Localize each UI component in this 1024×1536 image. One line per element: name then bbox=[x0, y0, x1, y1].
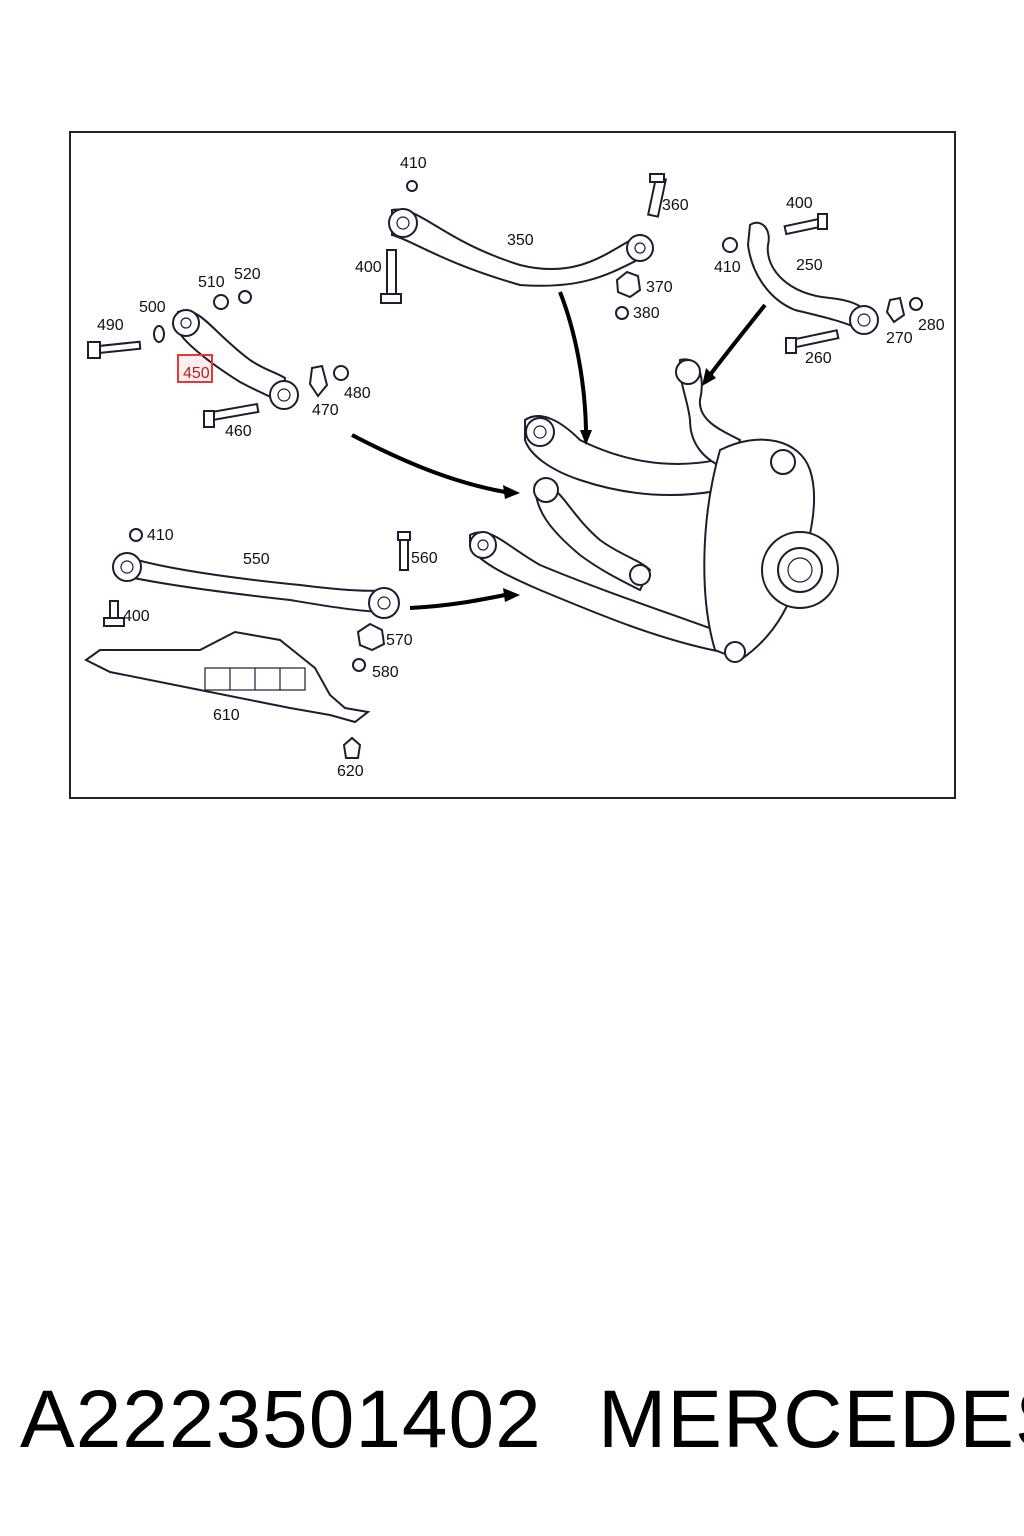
label-370: 370 bbox=[646, 279, 673, 296]
nut-380 bbox=[615, 306, 629, 320]
bolt-400-left bbox=[103, 600, 125, 627]
label-350: 350 bbox=[507, 232, 534, 249]
label-510: 510 bbox=[198, 274, 225, 291]
control-arm-450 bbox=[172, 309, 299, 410]
label-410-top: 410 bbox=[400, 155, 427, 172]
washer-410-top bbox=[406, 180, 418, 192]
nut-480 bbox=[333, 365, 349, 381]
clip-620 bbox=[342, 736, 362, 759]
label-450: 450 bbox=[183, 365, 210, 382]
brand-caption: MERCEDES bbox=[598, 1374, 1024, 1465]
assembled-suspension bbox=[469, 358, 839, 663]
bolt-400-right bbox=[783, 213, 828, 236]
label-470: 470 bbox=[312, 402, 339, 419]
label-460: 460 bbox=[225, 423, 252, 440]
label-250: 250 bbox=[796, 257, 823, 274]
nut-520 bbox=[238, 290, 252, 304]
label-380: 380 bbox=[633, 305, 660, 322]
plate-270 bbox=[885, 296, 906, 324]
label-280: 280 bbox=[918, 317, 945, 334]
label-400-upper: 400 bbox=[355, 259, 382, 276]
label-550: 550 bbox=[243, 551, 270, 568]
part-number-caption: A2223501402 bbox=[20, 1374, 542, 1465]
plate-370 bbox=[615, 270, 642, 299]
label-570: 570 bbox=[386, 632, 413, 649]
label-560: 560 bbox=[411, 550, 438, 567]
label-270: 270 bbox=[886, 330, 913, 347]
highlighted-part-box bbox=[177, 354, 213, 383]
label-410-left: 410 bbox=[147, 527, 174, 544]
label-410-right: 410 bbox=[714, 259, 741, 276]
label-480: 480 bbox=[344, 385, 371, 402]
washer-410-left bbox=[129, 528, 143, 542]
arrows bbox=[351, 291, 767, 610]
plate-470 bbox=[308, 364, 329, 398]
parts-diagram-frame bbox=[69, 131, 956, 799]
washer-500 bbox=[153, 325, 165, 343]
control-arm-350 bbox=[388, 208, 654, 287]
label-610: 610 bbox=[213, 707, 240, 724]
bolt-260 bbox=[785, 329, 840, 354]
bolt-360 bbox=[646, 173, 668, 218]
control-arm-550 bbox=[112, 552, 400, 619]
label-490: 490 bbox=[97, 317, 124, 334]
nut-510 bbox=[213, 294, 229, 310]
nut-280 bbox=[909, 297, 923, 311]
label-260: 260 bbox=[805, 350, 832, 367]
label-580: 580 bbox=[372, 664, 399, 681]
nut-410-right bbox=[722, 237, 738, 253]
bolt-460 bbox=[203, 402, 260, 428]
nut-580 bbox=[352, 658, 366, 672]
cover-610 bbox=[84, 630, 371, 724]
suspension-diagram bbox=[84, 173, 923, 759]
bolt-560 bbox=[397, 531, 411, 571]
bolt-490 bbox=[87, 340, 142, 359]
plate-570 bbox=[356, 622, 386, 652]
bolt-400-upper bbox=[380, 249, 402, 304]
label-520: 520 bbox=[234, 266, 261, 283]
label-500: 500 bbox=[139, 299, 166, 316]
label-400-right: 400 bbox=[786, 195, 813, 212]
label-620: 620 bbox=[337, 763, 364, 780]
label-400-left: 400 bbox=[123, 608, 150, 625]
label-360: 360 bbox=[662, 197, 689, 214]
control-arm-250 bbox=[746, 221, 879, 335]
